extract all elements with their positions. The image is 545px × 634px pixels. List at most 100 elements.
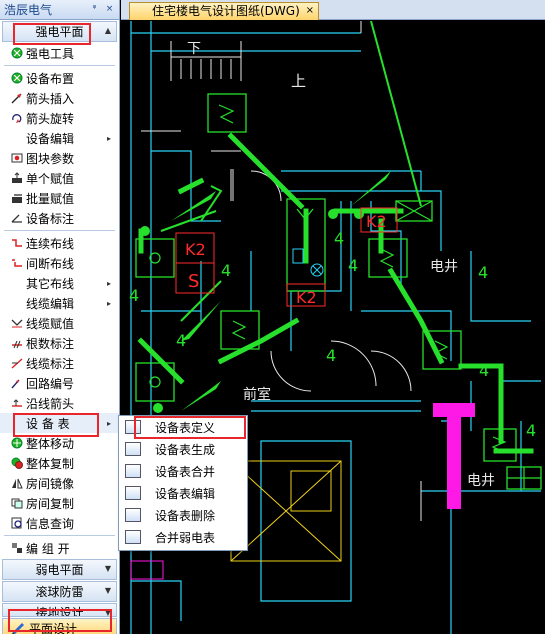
item-cable-value[interactable]: 线缆赋值 (0, 313, 119, 333)
menu-item-delete-table[interactable]: 设备表删除 (119, 504, 247, 526)
wire-count-labels: 4 4 4 4 4 4 4 4 4 (129, 229, 536, 440)
item-label: 间断布线 (26, 256, 75, 271)
wire-icon (10, 236, 24, 250)
cable-label-icon (10, 356, 24, 370)
svg-text:4: 4 (221, 261, 231, 280)
batch-value-icon (10, 191, 24, 205)
expand-down-icon: ▼ (104, 608, 111, 617)
structure-lines (141, 21, 422, 521)
submenu-arrow-icon: ▸ (106, 298, 111, 308)
item-block-params[interactable]: 图块参数 (0, 148, 119, 168)
anteroom-label: 前室 (243, 386, 271, 403)
item-room-copy[interactable]: 房间复制 (0, 493, 119, 513)
menu-item-generate-table[interactable]: 设备表生成 (119, 438, 247, 460)
stair-up-text: 上 (291, 72, 306, 90)
single-value-icon (10, 171, 24, 185)
item-cable-edit[interactable]: 线缆编辑 ▸ (0, 293, 119, 313)
group-weak-current-plan[interactable]: 弱电平面 ▼ (2, 559, 117, 580)
highlight-device-table-item (13, 413, 99, 437)
item-cable-label[interactable]: 线缆标注 (0, 353, 119, 373)
menu-item-merge-table[interactable]: 设备表合并 (119, 460, 247, 482)
tool-panel: 浩辰电气 ᵠ × 强电平面 ▲ 强电工具 设备布置 箭头插入 箭头旋转 设备编辑… (0, 0, 120, 634)
menu-item-label: 设备表生成 (155, 442, 216, 457)
menu-item-label: 合并弱电表 (155, 530, 216, 545)
separator (4, 230, 115, 231)
panel-title-bar: 浩辰电气 ᵠ × (0, 0, 119, 20)
item-label: 沿线箭头 (26, 396, 75, 411)
item-label: 设备布置 (26, 71, 75, 86)
item-arrow-along-line[interactable]: 沿线箭头 (0, 393, 119, 413)
item-label: 设备编辑 (26, 131, 75, 146)
table-generate-icon (125, 442, 141, 456)
item-label: 连续布线 (26, 236, 75, 251)
menu-item-define-table[interactable]: 设备表定义 (119, 416, 247, 438)
submenu-arrow-icon: ▸ (106, 278, 111, 288)
item-label: 房间复制 (26, 496, 75, 511)
column-magenta (433, 403, 475, 509)
item-label: 房间镜像 (26, 476, 75, 491)
item-single-value[interactable]: 单个赋值 (0, 168, 119, 188)
item-count-label[interactable]: 根数标注 (0, 333, 119, 353)
table-define-icon (125, 420, 141, 434)
menu-item-label: 设备表编辑 (155, 486, 216, 501)
item-label: 箭头插入 (26, 91, 75, 106)
highlight-strong-current-group (13, 23, 91, 45)
item-move-all[interactable]: 整体移动 (0, 433, 119, 453)
item-group-toggle[interactable]: 编 组 开 (0, 538, 119, 558)
tab-residential-drawing[interactable]: 住宅楼电气设计图纸(DWG) × (129, 2, 319, 20)
panel-title: 浩辰电气 (4, 3, 53, 17)
k2-label: K2 (185, 240, 206, 259)
item-label: 其它布线 (26, 276, 75, 291)
item-break-wiring[interactable]: 间断布线 (0, 253, 119, 273)
svg-text:4: 4 (176, 331, 186, 350)
menu-item-edit-table[interactable]: 设备表编辑 (119, 482, 247, 504)
item-copy-all[interactable]: 整体复制 (0, 453, 119, 473)
group-label: 强电平面 (35, 25, 84, 39)
menu-item-merge-weak-table[interactable]: 合并弱电表 (119, 526, 247, 548)
move-icon (10, 436, 24, 450)
svg-text:4: 4 (479, 361, 489, 380)
svg-text:4: 4 (326, 346, 336, 365)
pin-icon[interactable]: ᵠ (92, 4, 97, 14)
item-device-table[interactable]: 设 备 表 ▸ (0, 413, 119, 433)
item-strong-tools[interactable]: 强电工具 (0, 43, 119, 63)
tab-close-icon[interactable]: × (305, 5, 314, 16)
item-device-edit[interactable]: 设备编辑 ▸ (0, 128, 119, 148)
menu-item-label: 设备表合并 (155, 464, 216, 479)
close-icon[interactable]: × (105, 4, 114, 14)
item-device-layout[interactable]: 设备布置 (0, 68, 119, 88)
item-label: 线缆标注 (26, 356, 75, 371)
count-icon (10, 336, 24, 350)
group-icon (10, 541, 24, 555)
item-label: 箭头旋转 (26, 111, 75, 126)
red-device-boxes (175, 207, 398, 307)
item-arrow-rotate[interactable]: 箭头旋转 (0, 108, 119, 128)
item-arrow-insert[interactable]: 箭头插入 (0, 88, 119, 108)
item-device-label[interactable]: 设备标注 (0, 208, 119, 228)
item-info-query[interactable]: 信息查询 (0, 513, 119, 533)
group-strong-current-plan[interactable]: 强电平面 ▲ (2, 21, 117, 42)
expand-down-icon: ▼ (104, 586, 111, 595)
item-room-mirror[interactable]: 房间镜像 (0, 473, 119, 493)
room-copy-icon (10, 496, 24, 510)
menu-item-label: 设备表删除 (155, 508, 216, 523)
group-label: 接地设计 (35, 606, 84, 617)
item-label: 整体复制 (26, 456, 75, 471)
highlight-define-table-menu (134, 416, 246, 439)
table-weak-merge-icon (125, 530, 141, 544)
pink-marker (130, 560, 164, 580)
item-loop-number[interactable]: 回路编号 (0, 373, 119, 393)
item-other-wiring[interactable]: 其它布线 ▸ (0, 273, 119, 293)
info-icon (10, 516, 24, 530)
item-continuous-wiring[interactable]: 连续布线 (0, 233, 119, 253)
separator (4, 65, 115, 66)
item-label: 线缆赋值 (26, 316, 75, 331)
item-batch-value[interactable]: 批量赋值 (0, 188, 119, 208)
group-rolling-sphere-lightning[interactable]: 滚球防雷 ▼ (2, 581, 117, 602)
table-delete-icon (125, 508, 141, 522)
s-label: S (188, 271, 199, 292)
k2-label-3: K2 (366, 212, 387, 231)
separator (4, 535, 115, 536)
stairs (180, 59, 232, 79)
svg-text:4: 4 (129, 286, 139, 305)
